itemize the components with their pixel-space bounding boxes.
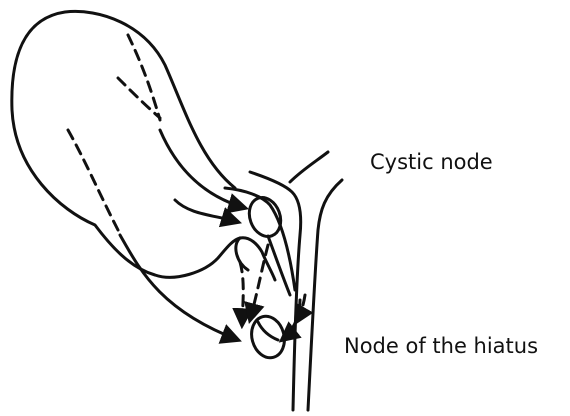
- node-of-hiatus: [247, 313, 289, 362]
- node-of-hiatus-inner: [258, 322, 278, 340]
- gallbladder-outline: [12, 11, 275, 280]
- cystic-node-label: Cystic node: [370, 150, 493, 174]
- lymph-arrow-upper: [160, 130, 245, 208]
- dashed-lymph-neck: [240, 262, 243, 325]
- lymph-arrow-lower-left: [120, 235, 238, 340]
- hepatic-duct-right: [290, 152, 328, 182]
- node-of-hiatus-label: Node of the hiatus: [344, 334, 538, 358]
- hepatic-duct-left: [250, 172, 301, 410]
- bile-duct-right: [308, 180, 342, 410]
